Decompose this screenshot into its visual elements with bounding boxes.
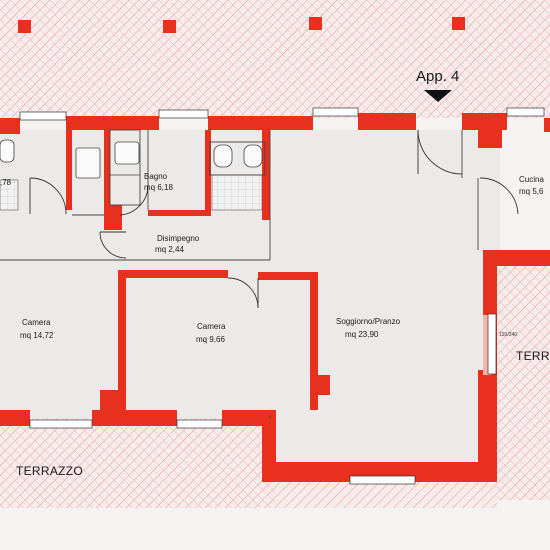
room-area-soggiorno: mq 23,90 bbox=[345, 330, 379, 339]
room-area-bagno: mq 6,18 bbox=[144, 183, 173, 192]
windows bbox=[19, 107, 545, 485]
window-dimension: 120/240 bbox=[499, 332, 518, 338]
room-name-disimpegno: Disimpegno bbox=[157, 234, 200, 243]
partition-lines bbox=[0, 129, 479, 418]
room-name-camera-1: Camera bbox=[22, 318, 51, 327]
room-name-bagno: Bagno bbox=[144, 172, 168, 181]
room-name-cucina: Cucina bbox=[519, 175, 544, 184]
terrace-label-right: TERR bbox=[516, 349, 550, 363]
room-name-camera-2: Camera bbox=[197, 322, 226, 331]
terrace-label-main: TERRAZZO bbox=[16, 464, 84, 478]
apartment-label: App. 4 bbox=[416, 68, 460, 85]
door-swings bbox=[29, 129, 519, 309]
pillars bbox=[18, 17, 465, 33]
room-area-cucina: mq 5,6 bbox=[519, 187, 544, 196]
walls bbox=[0, 113, 550, 482]
entry-marker bbox=[424, 90, 452, 102]
shower-trays bbox=[0, 174, 263, 211]
room-area-bath-left: ,78 bbox=[0, 178, 12, 187]
room-area-camera-2: mq 9,66 bbox=[196, 335, 225, 344]
bathroom-fixtures bbox=[0, 139, 263, 179]
room-area-camera-1: mq 14,72 bbox=[20, 331, 54, 340]
room-name-soggiorno: Soggiorno/Pranzo bbox=[336, 317, 401, 326]
room-area-disimpegno: mq 2,44 bbox=[155, 245, 184, 254]
